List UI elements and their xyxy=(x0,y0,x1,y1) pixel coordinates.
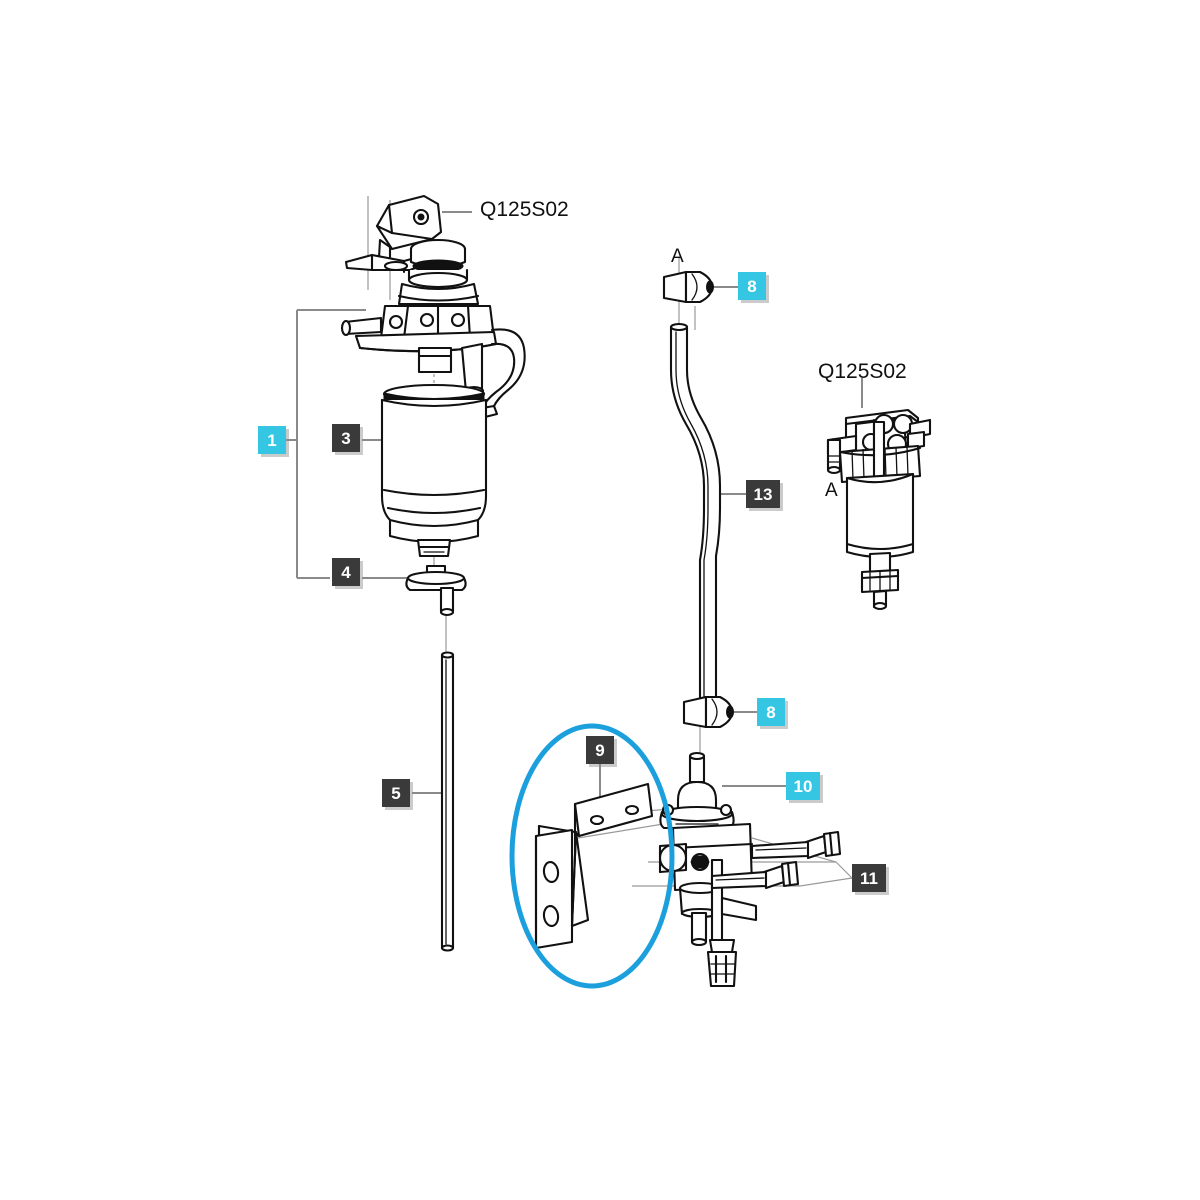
hose-clamp-upper xyxy=(662,270,714,304)
leader-lines xyxy=(286,196,863,887)
callout-marker-4[interactable]: 4 xyxy=(332,558,360,586)
callout-marker-3[interactable]: 3 xyxy=(332,424,360,452)
callout-marker-8-upper[interactable]: 8 xyxy=(738,272,766,300)
detail-ref-a-top: A xyxy=(671,246,684,267)
mounting-bracket xyxy=(534,782,654,950)
fuel-hose xyxy=(669,322,722,705)
callout-marker-8-lower[interactable]: 8 xyxy=(757,698,785,726)
electric-fuel-pump xyxy=(658,751,758,988)
callout-marker-13[interactable]: 13 xyxy=(746,480,780,508)
fuel-filter-element xyxy=(380,383,488,558)
callout-marker-11[interactable]: 11 xyxy=(852,864,886,892)
fuel-filter-assembly-right xyxy=(826,408,932,611)
callout-marker-10[interactable]: 10 xyxy=(786,772,820,800)
callout-marker-1[interactable]: 1 xyxy=(258,426,286,454)
part-code-right: Q125S02 xyxy=(818,360,907,383)
drain-tube xyxy=(440,651,455,952)
detail-ref-a-right: A xyxy=(825,480,838,501)
filter-drain-valve xyxy=(405,564,467,617)
hose-clamp-lower xyxy=(682,695,734,729)
callout-marker-9[interactable]: 9 xyxy=(586,736,614,764)
hex-bolts xyxy=(710,830,842,890)
part-code-top: Q125S02 xyxy=(480,198,569,221)
highlight-oval xyxy=(509,723,675,989)
callout-marker-5[interactable]: 5 xyxy=(382,779,410,807)
